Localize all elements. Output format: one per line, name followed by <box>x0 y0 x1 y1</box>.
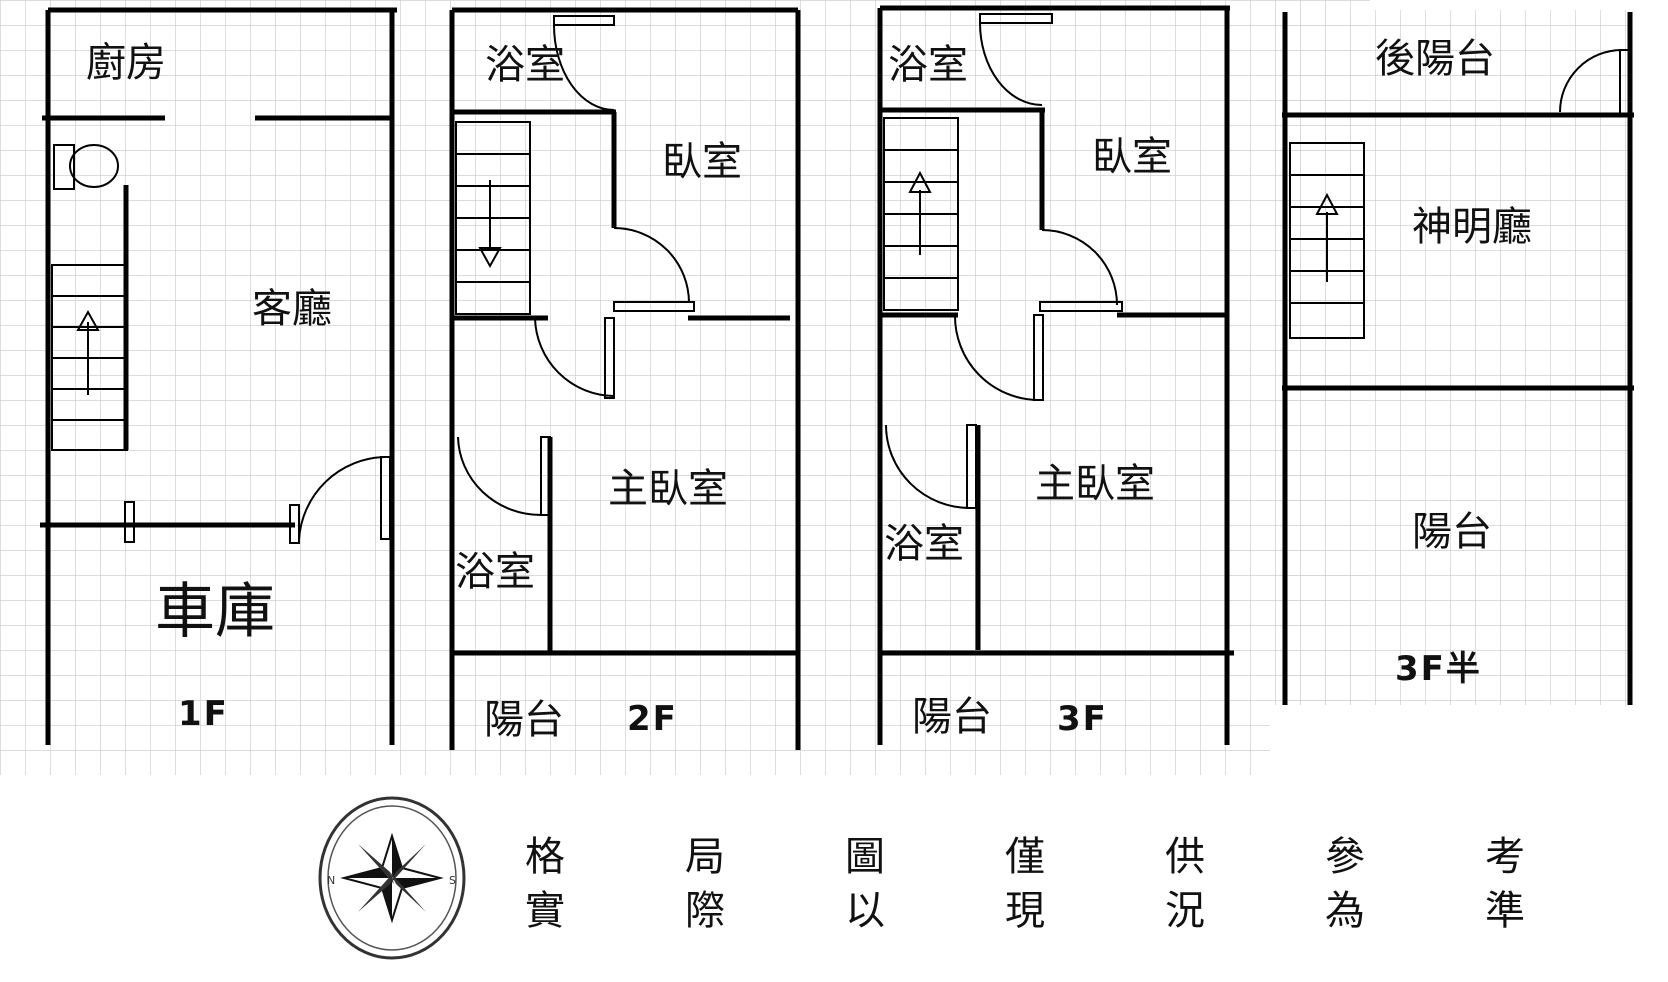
grid-background <box>0 0 1370 775</box>
notice-line-1: 格 局 圖 僅 供 參 考 <box>520 826 1530 880</box>
room-master-bedroom-3f: 主臥室 <box>1035 461 1155 507</box>
notice-char: 況 <box>1165 888 1205 934</box>
floor-3f-half: 後陽台 神明廳 陽台 3F半 <box>1282 10 1634 705</box>
room-balcony-2f: 陽台 <box>484 697 564 743</box>
reference-notice: 格 局 圖 僅 供 參 考 實 際 以 現 況 為 準 <box>520 826 1530 934</box>
floor-label-1f: 1F <box>178 694 229 734</box>
notice-char: 僅 <box>1005 834 1045 880</box>
notice-char: 局 <box>685 834 725 880</box>
room-shrine: 神明廳 <box>1412 204 1532 250</box>
room-balcony-3f: 陽台 <box>912 694 992 740</box>
notice-char: 實 <box>525 888 565 934</box>
notice-char: 圖 <box>845 834 885 880</box>
notice-line-2: 實 際 以 現 況 為 準 <box>520 880 1530 934</box>
room-rear-balcony: 後陽台 <box>1375 36 1495 82</box>
notice-char: 為 <box>1325 888 1365 934</box>
staircase-3f-half <box>1289 142 1365 339</box>
floor-3f: 浴室 臥室 主臥室 浴室 陽台 3F <box>877 5 1234 745</box>
notice-char: 參 <box>1325 834 1365 880</box>
room-master-bedroom-2f: 主臥室 <box>608 466 728 512</box>
floor-label-3f-half: 3F半 <box>1395 649 1482 689</box>
notice-char: 現 <box>1005 888 1045 934</box>
room-garage-1f: 車庫 <box>155 577 275 647</box>
staircase-1f <box>51 264 128 451</box>
room-kitchen-1f: 廚房 <box>86 40 166 86</box>
notice-char: 考 <box>1485 834 1525 880</box>
room-bathroom-2f-b: 浴室 <box>455 549 535 595</box>
floor-1f: 廚房 客廳 車庫 1F <box>40 7 397 745</box>
notice-char: 格 <box>525 834 565 880</box>
floor-2f: 浴室 臥室 主臥室 浴室 陽台 2F <box>449 7 801 750</box>
room-bedroom-3f: 臥室 <box>1092 134 1172 180</box>
notice-char: 際 <box>685 888 725 934</box>
floor-label-2f: 2F <box>627 699 678 739</box>
room-bathroom-2f-a: 浴室 <box>485 42 565 88</box>
staircase-3f <box>883 117 959 311</box>
staircase-2f <box>455 121 531 315</box>
compass-north-label: N <box>327 874 335 887</box>
toilet-icon <box>53 144 119 190</box>
compass-south-label: S <box>449 874 456 887</box>
room-living-1f: 客廳 <box>252 286 332 332</box>
floor-label-3f: 3F <box>1057 699 1108 739</box>
room-bedroom-2f: 臥室 <box>662 139 742 185</box>
room-balcony-3f-half: 陽台 <box>1412 509 1492 555</box>
room-bathroom-3f-b: 浴室 <box>884 521 964 567</box>
room-bathroom-3f-a: 浴室 <box>888 42 968 88</box>
compass-icon: N S <box>318 796 466 960</box>
notice-char: 準 <box>1485 888 1525 934</box>
notice-char: 供 <box>1165 834 1205 880</box>
notice-char: 以 <box>845 888 885 934</box>
